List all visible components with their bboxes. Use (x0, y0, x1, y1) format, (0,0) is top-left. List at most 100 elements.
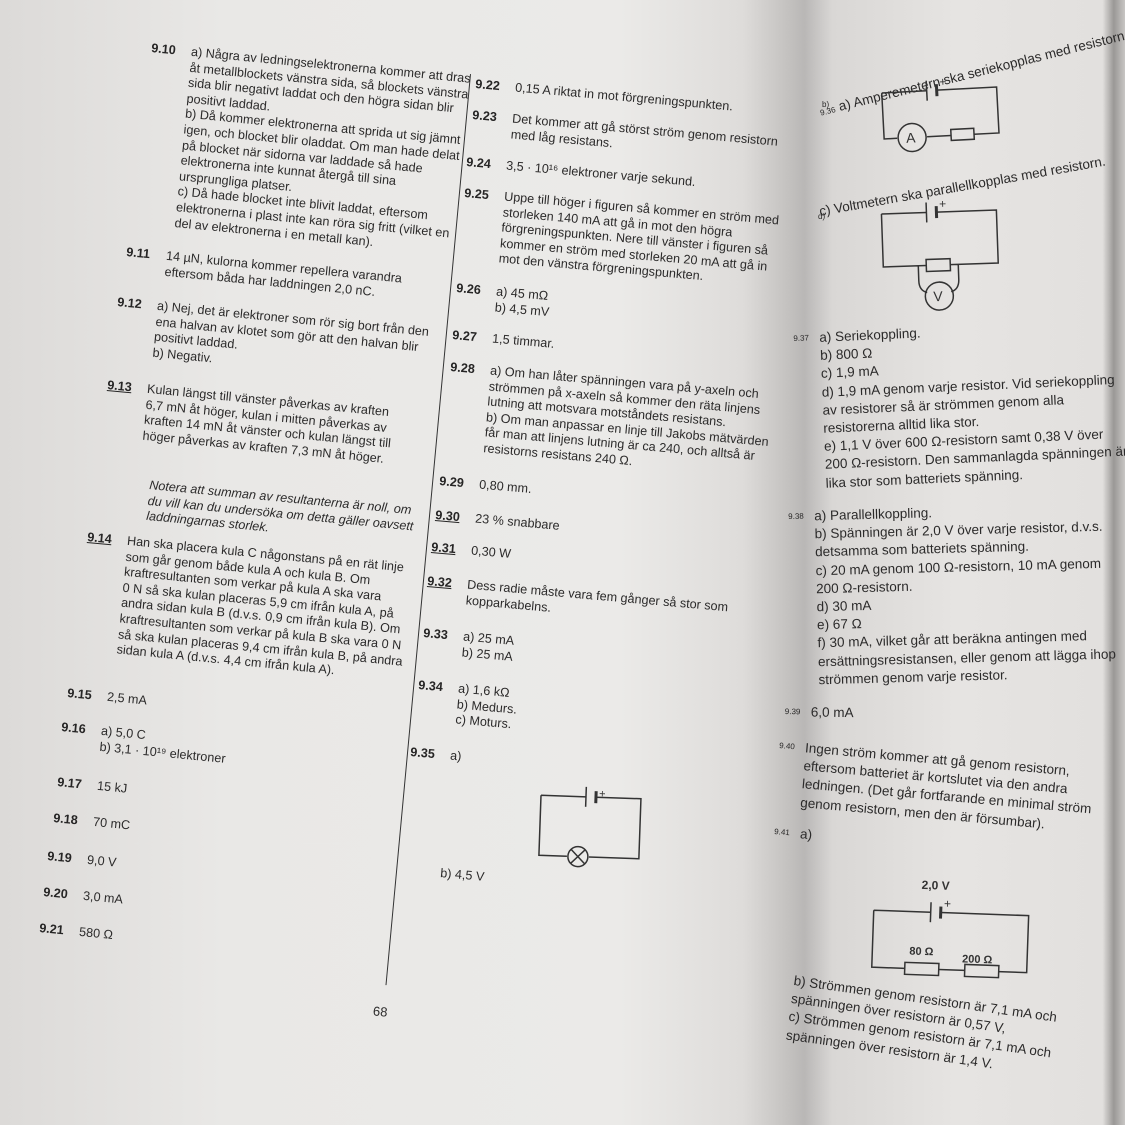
answer-line: a) (799, 826, 813, 843)
circuit-941-diagram: 2,0 V + 80 Ω 200 Ω (870, 878, 1030, 979)
answer-text: Ingen ström kommer att gå genom resistor… (800, 739, 1096, 837)
battery-icon (929, 902, 932, 923)
voltmeter-circuit-diagram: V + (880, 197, 1000, 311)
answer-line: 3,5 · 10¹⁶ elektroner varje sekund. (505, 158, 697, 189)
resistor-80-icon (903, 961, 940, 977)
svg-text:+: + (939, 197, 946, 211)
svg-text:80 Ω: 80 Ω (909, 945, 934, 958)
answer-line: 9,0 V (86, 852, 118, 870)
answer-number: 9.26 (455, 281, 482, 298)
svg-text:+: + (599, 788, 606, 800)
answer-9-41: 9.41 a) (773, 823, 813, 844)
answer-line: 1,5 timmar. (491, 331, 555, 351)
q936-d: d) (818, 212, 826, 221)
answer-text: 0,30 W (470, 543, 512, 562)
answer-line: a) (449, 748, 463, 764)
answer-text: a) Parallellkoppling.b) Spänningen är 2,… (814, 500, 1117, 690)
answer-text: 70 mC (92, 815, 130, 834)
answer-text: a) (449, 748, 462, 765)
answer-9-24: 9.24 3,5 · 10¹⁶ elektroner varje sekund. (466, 155, 696, 191)
answer-text: 3,5 · 10¹⁶ elektroner varje sekund. (505, 158, 696, 190)
answer-text: 0,15 A riktat in mot förgreningspunkten. (514, 80, 734, 115)
answer-continuation: b) 4,5 V (440, 866, 485, 885)
answer-number: 9.34 (417, 678, 444, 695)
answer-number: 9.39 (784, 706, 801, 717)
answer-line: b) 4,5 V (439, 866, 485, 884)
svg-text:+: + (944, 897, 951, 911)
q936-b: b) (822, 100, 830, 109)
answer-line: 2,5 mA (106, 689, 148, 708)
answer-text: 2,5 mA (106, 690, 147, 709)
answer-number: 9.35 (409, 745, 436, 762)
answer-number: 9.24 (465, 155, 492, 172)
answer-line: 580 Ω (78, 924, 114, 943)
svg-text:2,0 V: 2,0 V (921, 878, 950, 893)
answer-number: 9.21 (38, 921, 65, 938)
answer-text: Det kommer att gå störst ström genom res… (510, 111, 778, 165)
ammeter-circuit-diagram: A + (880, 75, 1000, 153)
answer-9-39: 9.39 6,0 mA (785, 703, 854, 722)
answer-text: 0,80 mm. (478, 477, 533, 497)
answer-number: 9.41 (773, 826, 791, 838)
answer-text: 23 % snabbare (474, 511, 561, 534)
answer-line: 0,80 mm. (478, 477, 533, 497)
answer-number: 9.18 (52, 811, 79, 828)
answer-text: a) Om han låter spänningen vara på y-axe… (483, 363, 774, 481)
resistor-icon (925, 257, 952, 273)
battery-icon (925, 202, 928, 223)
answer-number: 9.17 (56, 775, 83, 792)
svg-text:A: A (906, 129, 917, 146)
answer-9-35: 9.35 a) (410, 745, 462, 765)
answer-text: a) Nej, det är elektroner som rör sig bo… (152, 299, 430, 387)
answer-9-17: 9.17 15 kJ (57, 775, 128, 797)
resistor-icon (949, 127, 976, 142)
answer-text: Dess radie måste vara fem gånger så stor… (465, 577, 728, 631)
answer-text: 15 kJ (96, 779, 127, 797)
answer-number: 9.11 (125, 245, 151, 262)
answer-9-18: 9.18 70 mC (53, 811, 131, 834)
answer-number: 9.33 (422, 626, 449, 643)
svg-text:+: + (939, 75, 947, 89)
answer-text: 1,5 timmar. (491, 331, 555, 352)
resistor-200-icon (963, 963, 1000, 979)
answer-9-23: 9.23 Det kommer att gå störst ström genom… (470, 108, 779, 166)
battery-icon (584, 786, 588, 807)
answer-number: 9.15 (66, 686, 93, 703)
answer-number: 9.23 (471, 108, 498, 125)
answer-number: 9.31 (430, 540, 457, 557)
answer-text: 3,0 mA (82, 889, 123, 908)
answer-text: 6,0 mA (811, 703, 854, 722)
answer-9-21: 9.21 580 Ω (39, 921, 114, 944)
answer-text: 580 Ω (78, 925, 113, 944)
ammeter-icon (897, 122, 927, 153)
answer-number: 9.25 (463, 186, 490, 203)
answer-text: a) (799, 825, 813, 844)
answer-text: Kulan längst till vänster påverkas av kr… (142, 382, 395, 468)
answer-text: Han ska placera kula C någonstans på en … (116, 534, 412, 686)
circuit-lamp-diagram: + (538, 786, 642, 868)
answer-9-22: 9.22 0,15 A riktat in mot förgreningspunk… (475, 77, 734, 115)
page-number: 68 (372, 1003, 389, 1020)
answer-number: 9.22 (474, 77, 501, 94)
battery-icon (925, 80, 928, 101)
